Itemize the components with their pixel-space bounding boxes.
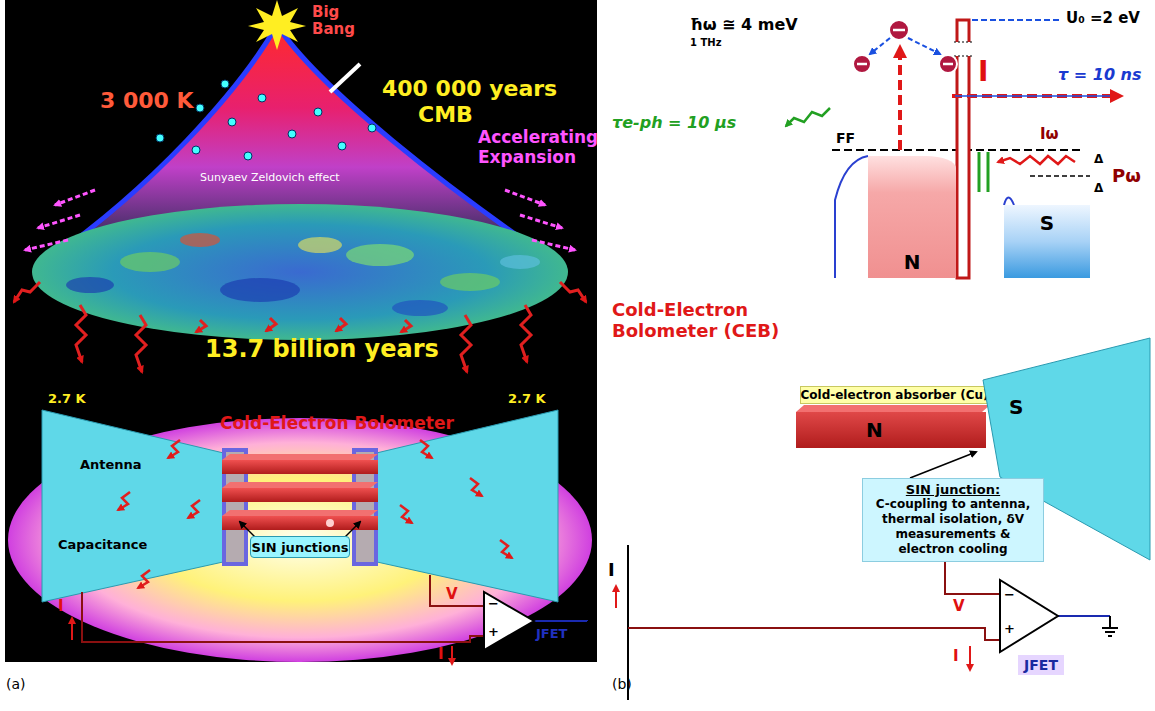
pin-sign: − [1004,588,1015,603]
pin-sign: + [488,625,499,640]
node-text: SIN junctions [252,540,349,555]
junction-box: SIN junctions [250,536,350,558]
panel-label: (b) [612,676,632,692]
node-text: SIN junction: [868,482,1038,497]
signal-name: I [438,646,444,663]
panel-label: (a) [6,676,26,692]
node-text: JFET [1024,657,1058,673]
epoch: 13.7 billion years [205,336,439,364]
normal-metal-band: N [868,156,956,278]
energy-value: ħω ≅ 4 meV [690,16,798,34]
level-name: FF [836,130,855,146]
title-text: Big Bang [312,4,358,39]
part-name: Capacitance [58,538,147,553]
note: Sunyaev Zeldovich effect [200,172,340,185]
superconductor-band: S [1004,205,1090,278]
energy-value: U₀ =2 eV [1066,10,1140,27]
node-text: S [1009,395,1023,419]
jfet-tag: JFET [1018,655,1064,675]
absorber-label: Cold-electron absorber (Cu) [800,386,989,404]
signal-name: V [446,586,458,603]
node-text: Cold-electron absorber (Cu) [801,388,989,402]
gap-symbol: Δ [1094,182,1103,196]
part-name: JFET [536,627,567,642]
node-text: N [866,418,883,442]
epoch: CMB [418,102,473,127]
time-value: τ = 10 ns [1058,66,1142,84]
temperature: 2.7 K [48,392,86,407]
signal-name: I [953,648,959,665]
frequency-value: 1 THz [690,37,721,49]
pin-sign: − [488,597,499,612]
temperature: 2.7 K [508,392,546,407]
node-text: S [1040,211,1054,235]
pin-sign: + [1004,622,1015,637]
signal-name: Pω [1112,166,1141,187]
part-name: Antenna [80,458,142,473]
signal-name: Iω [1040,126,1059,143]
time-value: τe-ph = 10 μs [612,114,736,132]
junction-callout: SIN junction:C-coupling to antenna, ther… [862,478,1044,562]
absorber-strip: N [796,412,986,448]
signal-name: I [608,560,615,581]
gap-symbol: Δ [1094,153,1103,167]
node-text: N [904,250,921,274]
signal-name: I [58,598,64,615]
current-symbol: I [978,56,988,88]
epoch: 400 000 years [382,76,557,101]
note: Accelerating Expansion [478,128,593,167]
temperature: 3 000 K [100,88,194,113]
device-title: Cold-Electron Bolometer (CEB) [612,300,792,341]
signal-name: V [953,598,965,615]
node-body: C-coupling to antenna, thermal isolation… [868,497,1038,557]
device-title: Cold-Electron Bolometer [220,414,454,434]
